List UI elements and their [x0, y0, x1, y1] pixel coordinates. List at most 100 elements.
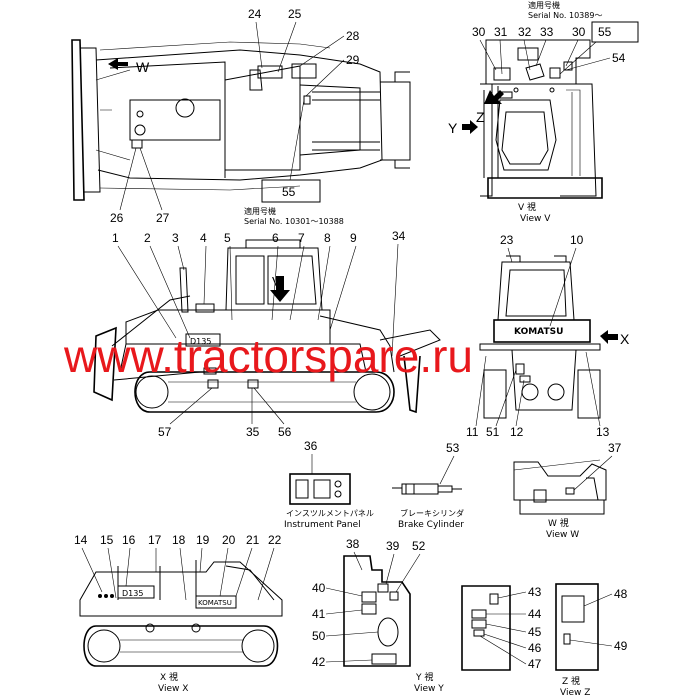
callout-40: 40 [312, 581, 326, 595]
callout-20: 20 [222, 533, 236, 547]
view-y-marker: Y [448, 120, 458, 136]
callout-24: 24 [248, 7, 262, 21]
callout-5: 5 [224, 231, 231, 245]
callout-9: 9 [350, 231, 357, 245]
brake-cylinder-jp: ブレーキシリンダ [400, 508, 464, 518]
callout-33: 33 [540, 25, 554, 39]
callout-21: 21 [246, 533, 260, 547]
callout-1: 1 [112, 231, 119, 245]
callout-17: 17 [148, 533, 162, 547]
callout-55-v: 55 [598, 25, 612, 39]
callout-44: 44 [528, 607, 542, 621]
callout-box-55: 55 [261, 99, 321, 203]
arrow-z: Z [476, 90, 504, 125]
callout-23: 23 [500, 233, 514, 247]
callout-25: 25 [288, 7, 302, 21]
callout-42: 42 [312, 655, 326, 669]
callout-30a: 30 [472, 25, 486, 39]
instrument-panel-drawing [289, 473, 351, 505]
callout-30b: 30 [572, 25, 586, 39]
callout-28: 28 [346, 29, 360, 43]
view-x-marker: X [620, 331, 630, 347]
callout-14: 14 [74, 533, 88, 547]
callout-13: 13 [596, 425, 610, 439]
callout-2: 2 [144, 231, 151, 245]
arrow-x: X [600, 330, 630, 347]
view-z-drawing [555, 583, 599, 671]
view-z-marker: Z [476, 109, 485, 125]
callout-56: 56 [278, 425, 292, 439]
view-x-drawing: D135 KOMATSU [79, 560, 283, 667]
callout-57: 57 [158, 425, 172, 439]
callout-box-55-v: 55 [591, 21, 639, 43]
view-w-marker: W [136, 59, 150, 75]
arrow-y: Y [448, 120, 478, 136]
brake-cylinder-en: Brake Cylinder [398, 520, 464, 530]
callout-45: 45 [528, 625, 542, 639]
callout-34: 34 [392, 229, 406, 243]
callout-8: 8 [324, 231, 331, 245]
callout-36: 36 [304, 439, 318, 453]
callout-48: 48 [614, 587, 628, 601]
callout-15: 15 [100, 533, 114, 547]
caption-w-jp: W 視 [548, 517, 569, 529]
side-view-v-marker: V [272, 274, 281, 289]
callout-50: 50 [312, 629, 326, 643]
callout-32: 32 [518, 25, 532, 39]
callout-46: 46 [528, 641, 542, 655]
callout-27: 27 [156, 211, 170, 225]
callout-26: 26 [110, 211, 124, 225]
callout-16: 16 [122, 533, 136, 547]
caption-x-jp: X 視 [160, 671, 178, 683]
caption-z-en: View Z [560, 688, 590, 698]
callout-41: 41 [312, 607, 326, 621]
view-x-decal-model: D135 [122, 589, 143, 598]
brake-cylinder-drawing [392, 483, 462, 495]
callout-35: 35 [246, 425, 260, 439]
callout-37: 37 [608, 441, 622, 455]
callout-53: 53 [446, 441, 460, 455]
callout-10: 10 [570, 233, 584, 247]
view-x-decal-brand: KOMATSU [198, 599, 232, 607]
callout-22: 22 [268, 533, 282, 547]
callout-52: 52 [412, 539, 426, 553]
callout-6: 6 [272, 231, 279, 245]
serial-jp-v: 適用号機 [528, 0, 560, 10]
view-w-drawing [513, 459, 607, 515]
callout-43: 43 [528, 585, 542, 599]
callout-19: 19 [196, 533, 210, 547]
side-decal: D135 [190, 337, 211, 346]
caption-y-jp: Y 視 [415, 671, 433, 683]
callout-29: 29 [346, 53, 360, 67]
callout-18: 18 [172, 533, 186, 547]
rear-view-drawing: KOMATSU [479, 255, 601, 419]
instrument-panel-en: Instrument Panel [284, 520, 361, 530]
top-view [71, 39, 411, 201]
callout-38: 38 [346, 537, 360, 551]
view-w-arrow: W [108, 58, 150, 75]
serial-text-top: Serial No. 10301～10388 [244, 217, 344, 226]
caption-z-jp: Z 視 [562, 675, 580, 687]
callout-39: 39 [386, 539, 400, 553]
callout-49: 49 [614, 639, 628, 653]
caption-x-en: View X [158, 684, 188, 694]
side-view-drawing: D135 V [93, 239, 441, 414]
callout-47: 47 [528, 657, 542, 671]
view-v-drawing [480, 39, 603, 199]
callout-51: 51 [486, 425, 500, 439]
caption-w-en: View W [546, 530, 579, 540]
callout-4: 4 [200, 231, 207, 245]
serial-text-v: Serial No. 10389～ [528, 11, 602, 20]
callout-11: 11 [466, 425, 479, 439]
serial-jp-top: 適用号機 [244, 206, 276, 216]
callout-12: 12 [510, 425, 524, 439]
watermark-text: www.tractorspare.ru [63, 330, 473, 382]
callout-55-top: 55 [282, 185, 296, 199]
rear-brand: KOMATSU [514, 327, 563, 337]
callout-7: 7 [298, 231, 305, 245]
callout-31: 31 [494, 25, 508, 39]
caption-y-en: View Y [414, 684, 444, 694]
view-z-panel-drawing [461, 585, 511, 671]
caption-v-en: View V [520, 214, 551, 224]
